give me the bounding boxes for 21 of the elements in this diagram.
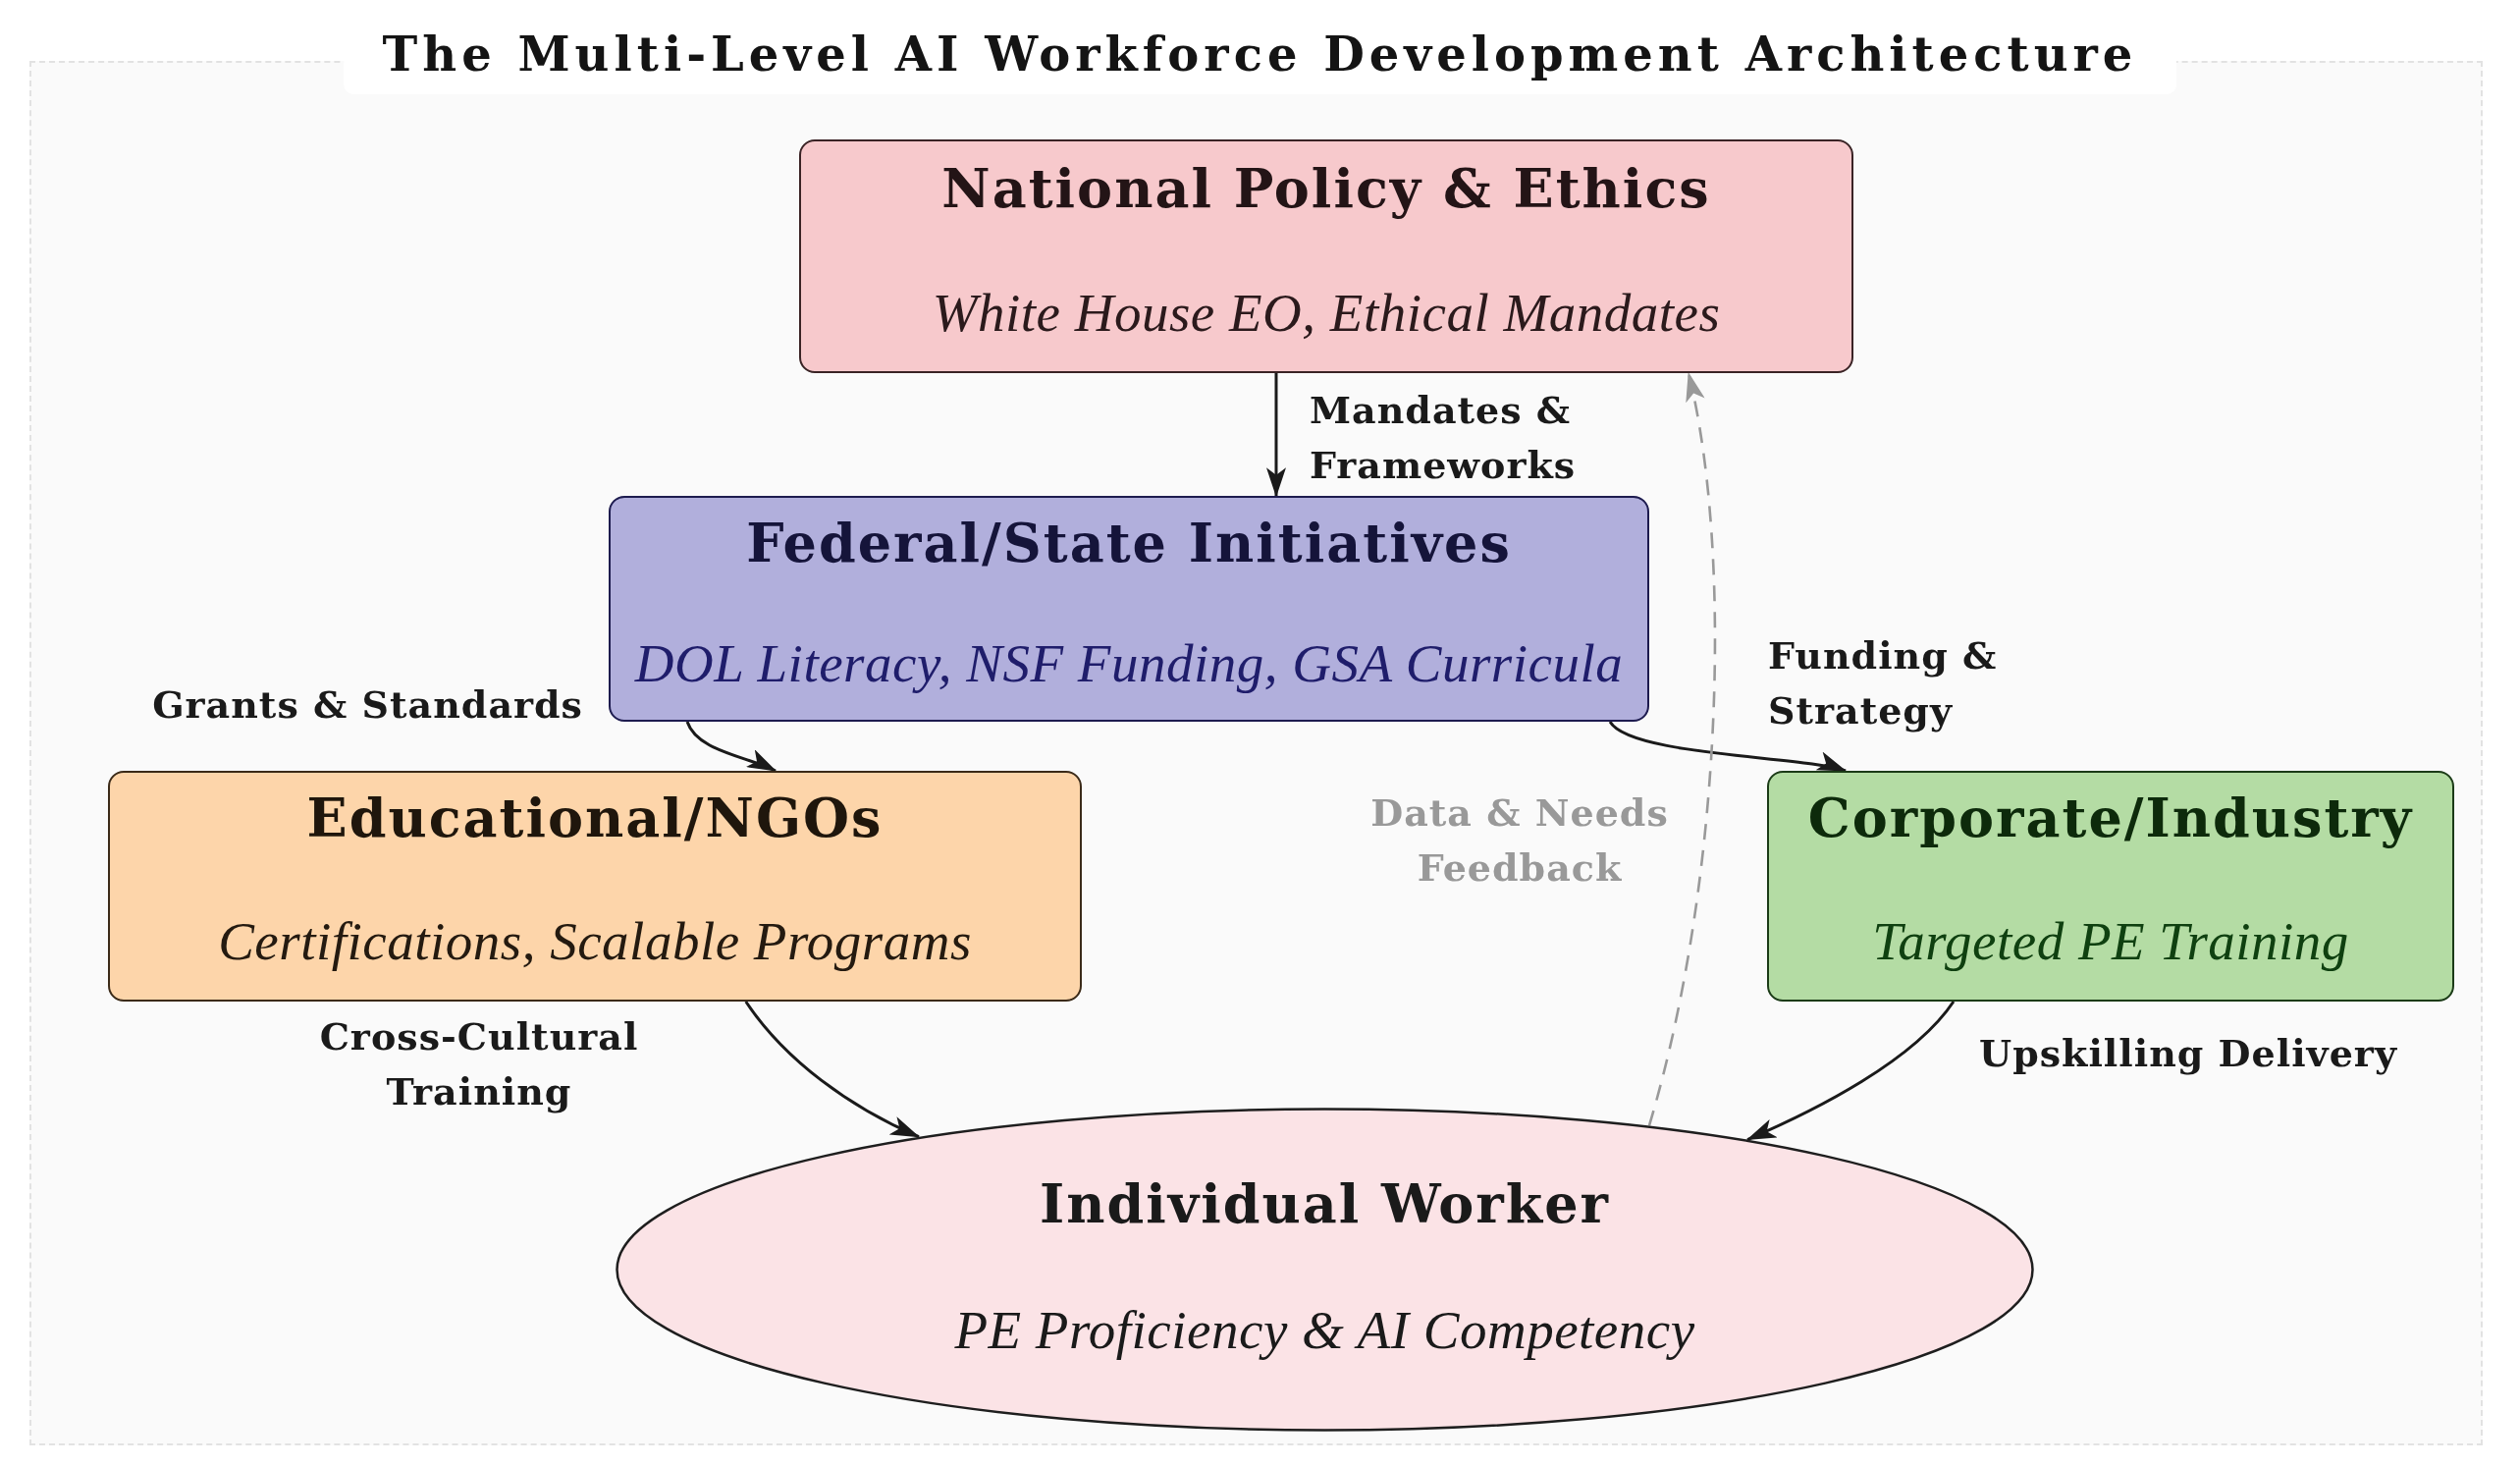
dashed-arrow — [1647, 371, 1717, 1126]
node-title: Individual Worker — [1040, 1172, 1610, 1236]
node-title: Federal/State Initiatives — [746, 512, 1512, 575]
node-title: Educational/NGOs — [306, 787, 884, 850]
arrow — [1266, 373, 1286, 498]
node-title: National Policy & Ethics — [941, 157, 1711, 221]
rounded-box — [108, 771, 1082, 1002]
ellipse-node — [616, 1108, 2034, 1432]
node-subtitle: White House EO, Ethical Mandates — [932, 282, 1721, 345]
rounded-box — [609, 496, 1649, 722]
node-subtitle: DOL Literacy, NSF Funding, GSA Curricula — [634, 632, 1624, 695]
arrow — [685, 721, 777, 773]
arrow — [1745, 1001, 1956, 1141]
node-title: Corporate/Industry — [1807, 787, 2414, 850]
node-subtitle: PE Proficiency & AI Competency — [954, 1299, 1695, 1362]
arrow — [1609, 720, 1848, 774]
node-subtitle: Certifications, Scalable Programs — [218, 910, 972, 973]
arrow — [744, 1001, 921, 1139]
rounded-box — [799, 139, 1853, 373]
node-subtitle: Targeted PE Training — [1872, 910, 2349, 973]
rounded-box — [1767, 771, 2454, 1002]
